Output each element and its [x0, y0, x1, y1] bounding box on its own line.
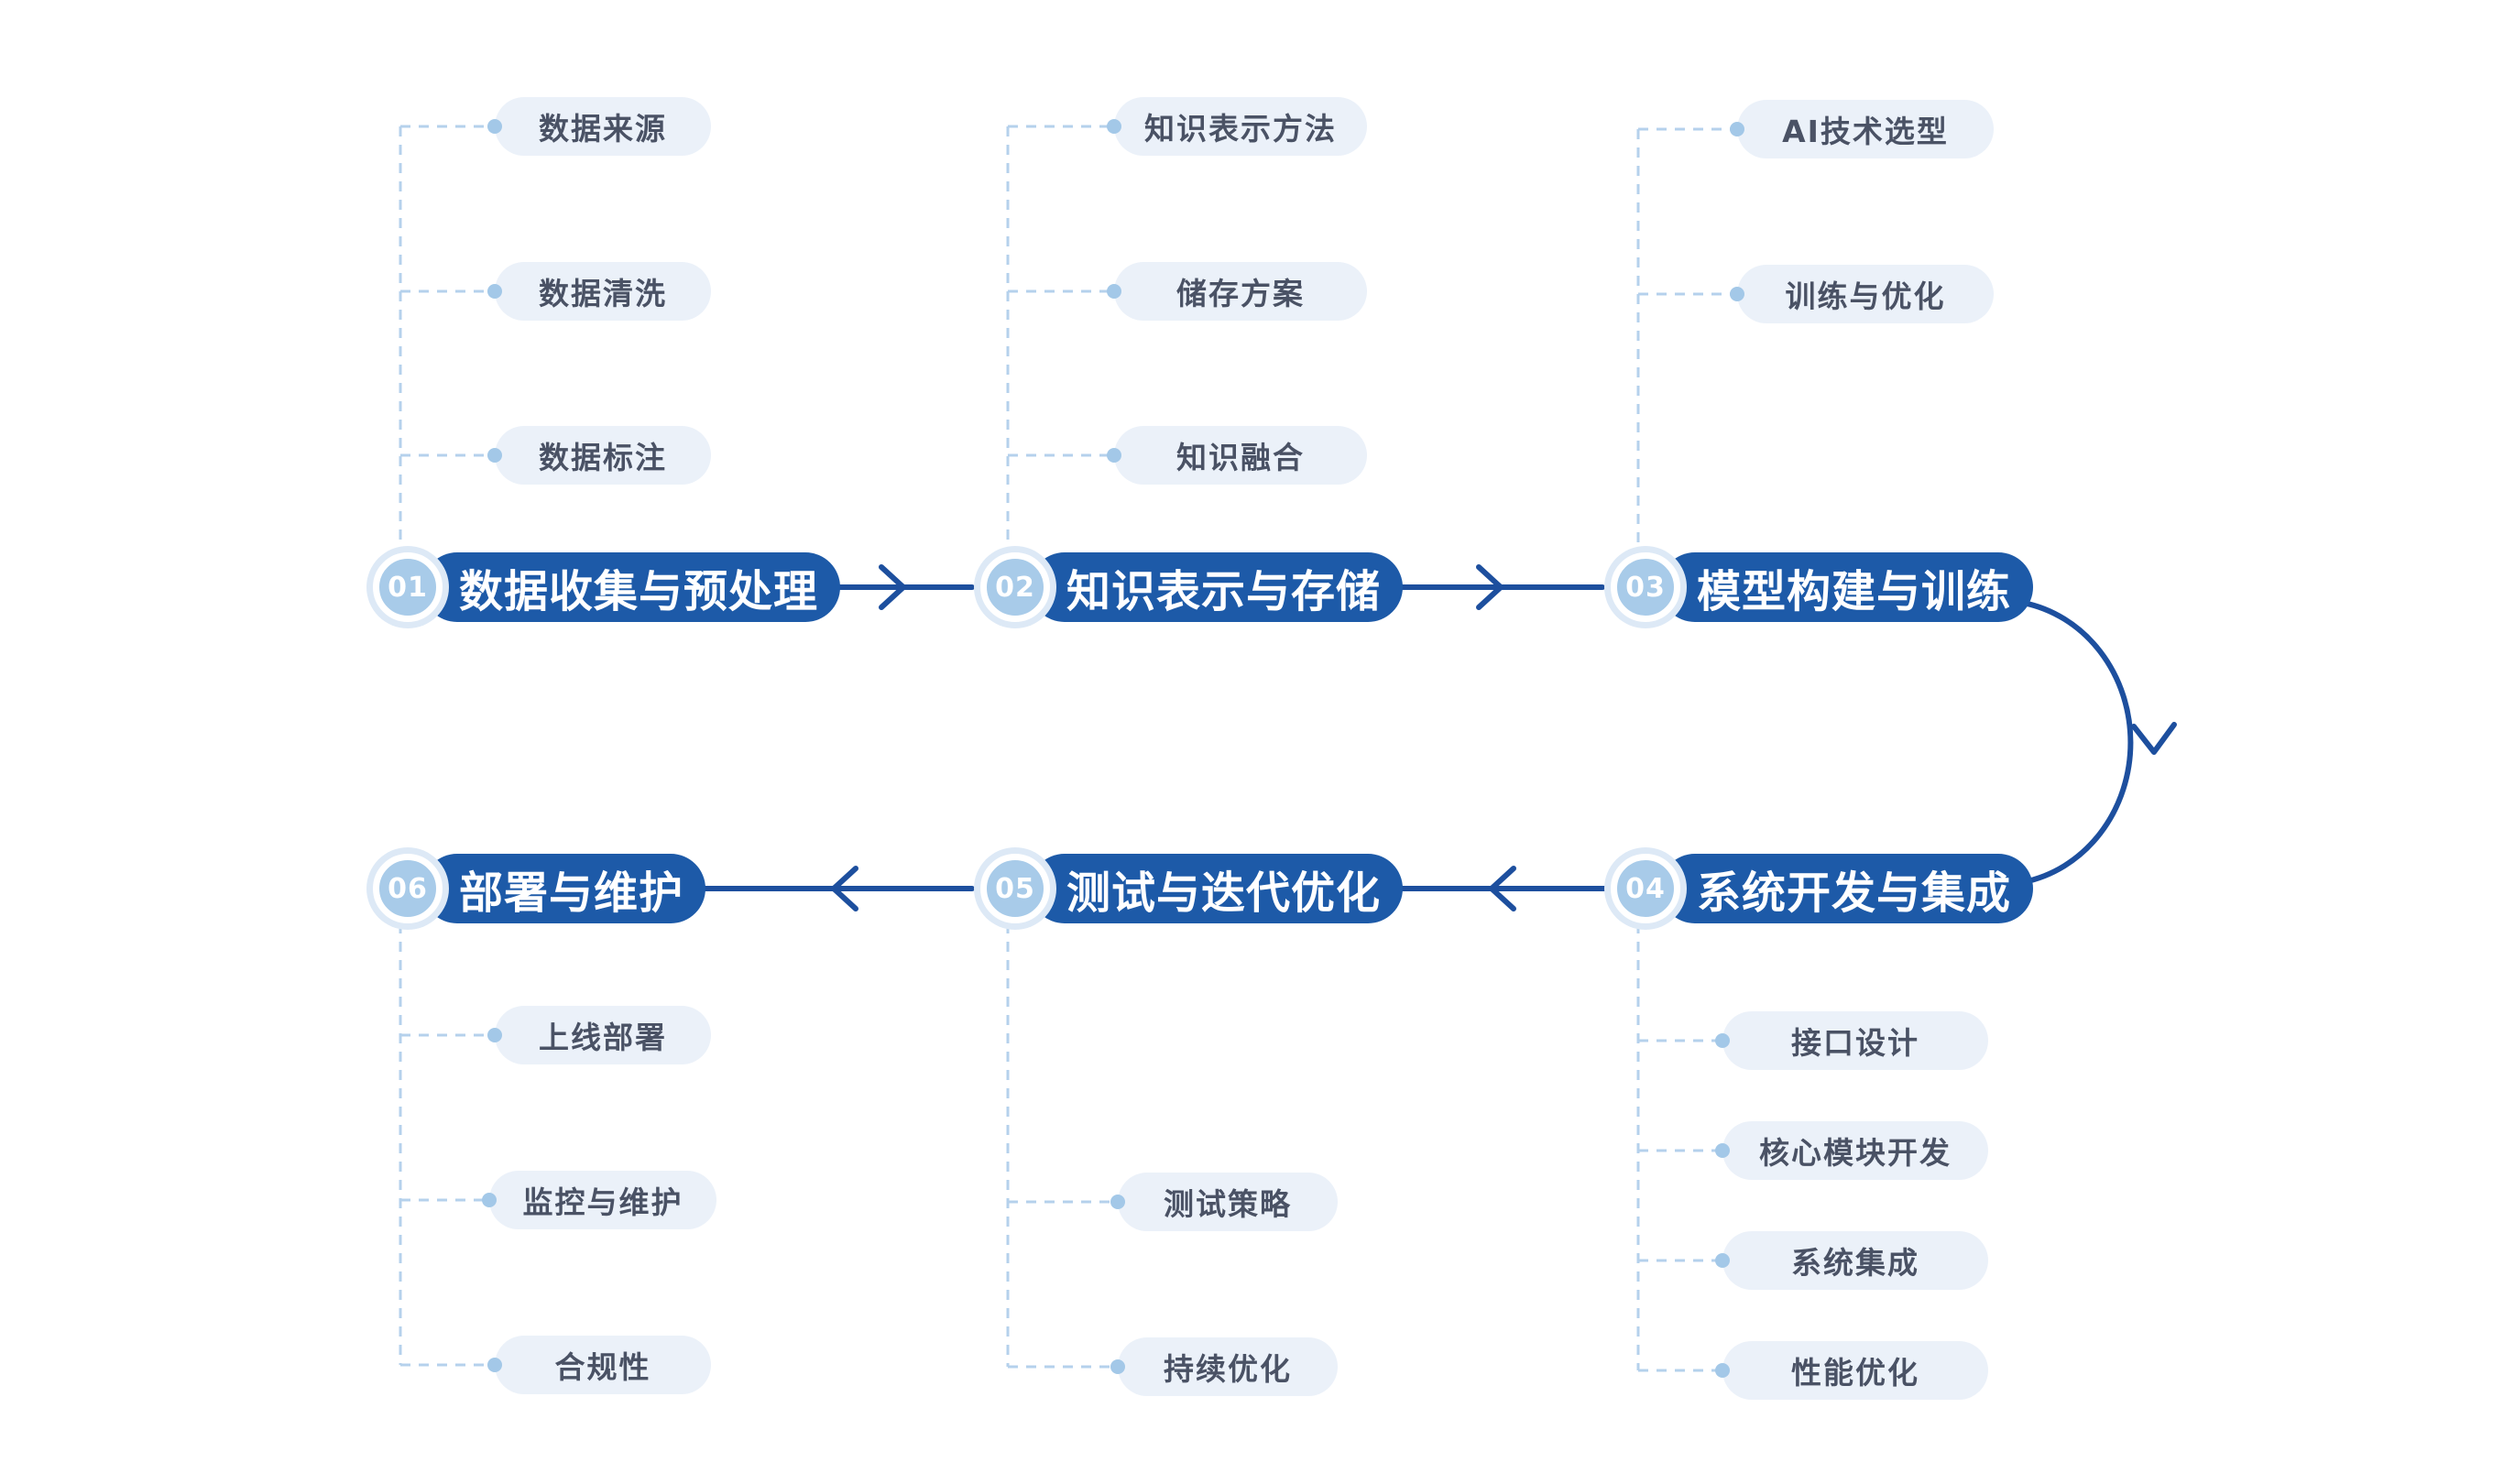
substep-pill: 数据来源: [487, 97, 711, 156]
substep-label: 数据标注: [539, 440, 667, 475]
stage-number: 01: [388, 571, 428, 604]
connector-dot: [1107, 119, 1121, 134]
arrow-01-02-head: [879, 564, 906, 610]
substep-label: 数据来源: [539, 111, 667, 147]
stage-number-badge: 04: [1611, 854, 1680, 923]
substep-pill: 持续优化: [1110, 1337, 1338, 1396]
connector-dot: [487, 448, 502, 463]
substep-label: 上线部署: [539, 1020, 667, 1055]
arrow-03-04-arc: [2020, 600, 2134, 885]
connector-dot: [1715, 1033, 1730, 1048]
substep-pill: 储存方案: [1107, 262, 1367, 321]
arrow-03-04-head: [2131, 722, 2177, 755]
substep-pill: 知识融合: [1107, 426, 1367, 485]
substep-pill: 上线部署: [487, 1006, 711, 1064]
substep-label: 数据清洗: [539, 276, 667, 311]
stage-label: 知识表示与存储: [1066, 566, 1382, 617]
stage-pill: 部署与维护: [422, 854, 706, 923]
stage-pill: 测试与迭代优化: [1030, 854, 1404, 923]
substep-pill: 数据清洗: [487, 262, 711, 321]
substep-label: AI技术选型: [1782, 114, 1949, 149]
connector-dot: [1107, 448, 1121, 463]
stage-number-badge: 03: [1611, 552, 1680, 622]
connector-dot: [1715, 1363, 1730, 1378]
stage-pill: 系统开发与集成: [1660, 854, 2034, 923]
substep-label: 合规性: [554, 1349, 651, 1385]
substep-pill: 合规性: [487, 1336, 711, 1394]
stage-number-badge: 01: [373, 552, 443, 622]
substep-label: 知识表示方法: [1144, 111, 1337, 147]
arrow-04-05-head: [1489, 866, 1516, 911]
substep-pill: 数据标注: [487, 426, 711, 485]
stage-node-05: 测试与迭代优化 05: [976, 849, 1404, 928]
stage-pill: 模型构建与训练: [1660, 552, 2034, 622]
tree-colB-top: [1006, 125, 1110, 552]
substep-pill: 性能优化: [1715, 1341, 1988, 1400]
substep-pill: AI技术选型: [1730, 100, 1994, 158]
connector-dot: [1715, 1143, 1730, 1158]
arrow-02-03-head: [1476, 564, 1503, 610]
substep-label: 监控与维护: [522, 1184, 683, 1220]
substep-label: 测试策略: [1164, 1186, 1292, 1222]
substep-label: 持续优化: [1164, 1351, 1292, 1387]
connector-dot: [487, 1358, 502, 1372]
connector-dot: [487, 284, 502, 299]
substep-pill: 核心模块开发: [1715, 1121, 1988, 1180]
substep-pill: 测试策略: [1110, 1173, 1338, 1231]
connector-dot: [1107, 284, 1121, 299]
stage-label: 模型构建与训练: [1697, 566, 2012, 617]
substep-pill: 系统集成: [1715, 1231, 1988, 1290]
connector-dot: [1730, 122, 1744, 136]
connector-dot: [1110, 1359, 1125, 1374]
stage-label: 系统开发与集成: [1697, 867, 2012, 919]
connector-dot: [487, 119, 502, 134]
stage-label: 部署与维护: [459, 867, 684, 919]
substep-pill: 训练与优化: [1730, 265, 1994, 323]
tree-colA-bottom: [399, 923, 491, 1367]
stage-number-badge: 05: [980, 854, 1050, 923]
stage-node-02: 知识表示与存储 02: [976, 548, 1404, 627]
substep-label: 性能优化: [1791, 1355, 1919, 1391]
substep-pill: 接口设计: [1715, 1011, 1988, 1070]
substep-label: 知识融合: [1176, 440, 1305, 475]
stage-number-badge: 06: [373, 854, 443, 923]
tree-colC-bottom: [1636, 923, 1719, 1372]
substep-label: 训练与优化: [1785, 278, 1946, 314]
stage-number: 05: [995, 872, 1035, 905]
connector-dot: [1110, 1195, 1125, 1209]
tree-colB-bottom: [1006, 923, 1114, 1369]
stage-pill: 数据收集与预处理: [422, 552, 841, 622]
stage-number-badge: 02: [980, 552, 1050, 622]
stage-number: 03: [1625, 571, 1666, 604]
stage-node-01: 数据收集与预处理 01: [368, 548, 841, 627]
stage-number: 06: [388, 872, 428, 905]
stage-label: 数据收集与预处理: [459, 566, 819, 617]
stage-pill: 知识表示与存储: [1030, 552, 1404, 622]
stage-node-04: 系统开发与集成 04: [1606, 849, 2034, 928]
connector-dot: [482, 1193, 497, 1207]
stage-number: 04: [1625, 872, 1666, 905]
substep-label: 储存方案: [1176, 276, 1305, 311]
stage-number: 02: [995, 571, 1035, 604]
connector-dot: [1730, 287, 1744, 301]
arrow-05-06-head: [831, 866, 858, 911]
stage-node-03: 模型构建与训练 03: [1606, 548, 2034, 627]
substep-label: 接口设计: [1791, 1025, 1919, 1061]
stage-node-06: 部署与维护 06: [368, 849, 706, 928]
tree-colA-top: [399, 125, 491, 552]
connector-dot: [487, 1028, 502, 1042]
substep-label: 核心模块开发: [1759, 1135, 1952, 1171]
substep-label: 系统集成: [1791, 1245, 1919, 1281]
stage-label: 测试与迭代优化: [1066, 867, 1382, 919]
substep-pill: 监控与维护: [482, 1171, 716, 1229]
connector-dot: [1715, 1253, 1730, 1268]
tree-colC-top: [1636, 127, 1733, 552]
substep-pill: 知识表示方法: [1107, 97, 1367, 156]
